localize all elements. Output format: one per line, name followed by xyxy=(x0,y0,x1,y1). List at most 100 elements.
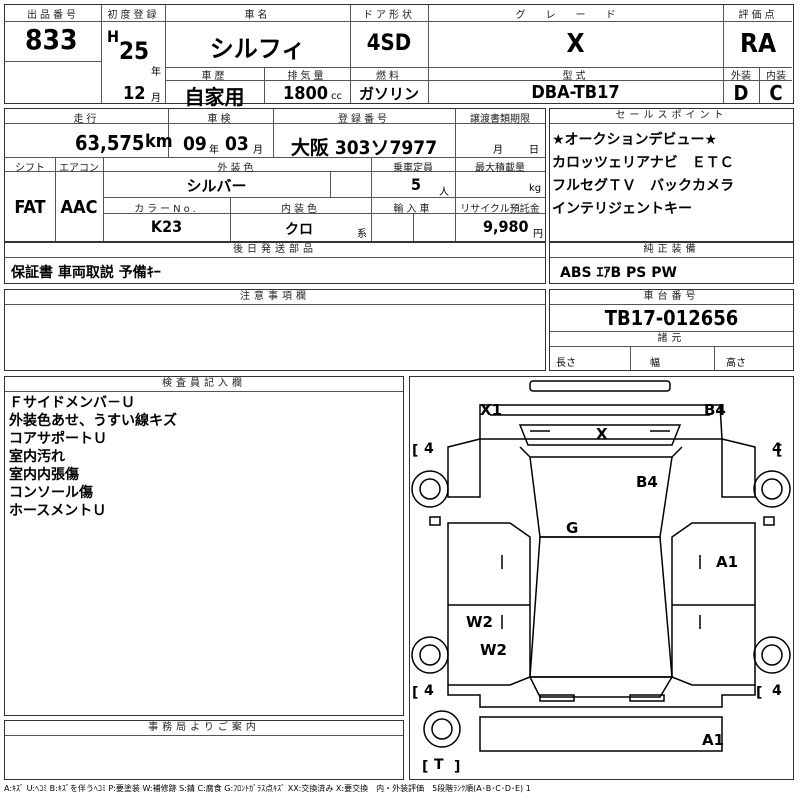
reg-month: 12 xyxy=(123,83,146,104)
tire-depth: 4 xyxy=(772,441,782,457)
grade: X xyxy=(566,29,585,59)
inspector-line: コアサポートＵ xyxy=(9,431,107,447)
reg-label: 初度登録 xyxy=(107,10,160,21)
mileage: 63,575 xyxy=(75,131,145,155)
sales-point: インテリジェントキー xyxy=(552,201,692,217)
inspector-box: 検査員記入欄 Ｆサイドメンバ－Ｕ 外装色あせ、うすい線キズ コアサポートＵ 室内… xyxy=(4,376,404,716)
reg-month-unit: 月 xyxy=(151,93,161,104)
intcolor: クロ xyxy=(285,222,313,238)
plate-label: 登録番号 xyxy=(338,114,390,125)
sales-point: カロッツェリアナビ ＥＴＣ xyxy=(552,155,734,171)
notes-label: 注意事項欄 xyxy=(5,290,545,305)
transfer-month: 月 xyxy=(493,145,503,156)
intcolor-unit: 系 xyxy=(357,229,367,240)
interior-label: 内装 xyxy=(766,71,786,82)
lot-number: 833 xyxy=(25,23,78,56)
equipment-label: 純正装備 xyxy=(550,243,793,258)
legend: A:ｷｽﾞ U:ﾍｺﾐ B:ｷｽﾞを伴うﾍｺﾐ P:要塗装 W:補修跡 S:錆 … xyxy=(4,784,531,793)
parts-box: 後日発送部品 保証書 車両取説 予備ｷｰ xyxy=(4,242,546,284)
inspector-line: 外装色あせ、うすい線キズ xyxy=(9,413,177,429)
color-label: 外装色 xyxy=(217,163,257,174)
tire-bracket-rl: [ xyxy=(412,685,418,701)
notes-box: 注意事項欄 xyxy=(4,289,546,371)
inspector-notes: Ｆサイドメンバ－Ｕ 外装色あせ、うすい線キズ コアサポートＵ 室内汚れ 室内内張… xyxy=(9,394,177,520)
colorno-label: カラーNo. xyxy=(134,204,199,215)
tire-bracket-fl: [ xyxy=(412,443,418,459)
color: シルバー xyxy=(186,177,247,195)
inspector-line: 室内汚れ xyxy=(9,449,65,465)
capacity-unit: 人 xyxy=(439,187,449,198)
reg-era: H xyxy=(107,27,120,46)
tire-bracket-rr: [ xyxy=(756,685,762,701)
exterior-label: 外装 xyxy=(731,71,751,82)
model-label: 型式 xyxy=(562,71,589,82)
damage-mark: X xyxy=(596,425,608,443)
equipment-value: ABS ｴｱB PS PW xyxy=(560,265,677,281)
width-label: 幅 xyxy=(650,358,660,369)
sales-point: ★オークションデビュー★ xyxy=(552,132,718,148)
interior-grade: C xyxy=(769,81,783,105)
header-block: 出品番号 833 初度登録 H 25 年 12 月 車名 シルフィ ドア形状 4… xyxy=(4,4,794,109)
ac-label: エアコン xyxy=(59,163,99,174)
recycle-unit: 円 xyxy=(533,229,543,240)
history: 自家用 xyxy=(184,85,245,109)
car-name: シルフィ xyxy=(209,35,306,63)
chassis-number: TB17-012656 xyxy=(604,306,739,330)
tire-bracket-spare: [ xyxy=(422,759,428,775)
inspection-month-unit: 月 xyxy=(253,145,263,156)
loadmax-unit: kg xyxy=(529,183,542,194)
damage-mark: W2 xyxy=(480,641,507,659)
grade-label: グレード xyxy=(515,10,636,21)
damage-mark: B4 xyxy=(636,473,658,491)
chassis-label: 車台番号 xyxy=(550,290,793,305)
damage-mark: A1 xyxy=(702,731,725,749)
displacement-unit: cc xyxy=(331,91,342,102)
inspection-label: 車検 xyxy=(207,114,234,125)
chassis-box: 車台番号 TB17-012656 諸元 長さ 幅 高さ xyxy=(549,289,794,371)
tire-depth: 4 xyxy=(772,683,782,699)
score: RA xyxy=(739,29,777,59)
damage-mark: A1 xyxy=(716,553,739,571)
plate: 大阪 303ソ7977 xyxy=(290,137,438,159)
office-box: 事務局よりご案内 xyxy=(4,720,404,780)
fuel-label: 燃料 xyxy=(376,71,402,82)
dims-label: 諸元 xyxy=(550,332,793,347)
damage-mark: G xyxy=(566,519,579,537)
damage-mark: W2 xyxy=(466,613,493,631)
height-label: 高さ xyxy=(726,358,746,369)
details-block: 走行 63,575 km 車検 09 年 03 月 登録番号 大阪 303ソ79… xyxy=(4,108,546,242)
reg-year-unit: 年 xyxy=(151,67,161,78)
parts-label: 後日発送部品 xyxy=(5,243,545,258)
tire-depth: T xyxy=(434,757,444,773)
office-label: 事務局よりご案内 xyxy=(5,721,403,736)
reg-year: 25 xyxy=(119,37,150,65)
mileage-label: 走行 xyxy=(73,114,100,125)
mileage-unit: km xyxy=(145,131,173,152)
capacity-label: 乗車定員 xyxy=(393,163,433,174)
tire-depth: 4 xyxy=(424,441,434,457)
capacity: 5 xyxy=(411,175,422,194)
name-label: 車名 xyxy=(244,10,271,21)
car-outline-diagram: [ [ [ [ [ ] xyxy=(411,380,791,775)
import-label: 輸入車 xyxy=(393,204,433,215)
door-label: ドア形状 xyxy=(363,10,415,21)
inspection-year-unit: 年 xyxy=(209,145,219,156)
tire-bracket-fr: [ xyxy=(776,443,782,459)
damage-mark: B4 xyxy=(704,401,726,419)
tire-bracket-spare-close: ] xyxy=(454,759,460,775)
inspection-month: 03 xyxy=(225,133,249,155)
parts-value: 保証書 車両取説 予備ｷｰ xyxy=(11,265,161,281)
sales-points-list: ★オークションデビュー★ カロッツェリアナビ ＥＴＣ フルセグＴＶ バックカメラ… xyxy=(552,129,734,221)
colorno: K23 xyxy=(150,217,183,236)
inspector-line: 室内内張傷 xyxy=(9,467,79,483)
sales-points-box: セールスポイント ★オークションデビュー★ カロッツェリアナビ ＥＴＣ フルセグ… xyxy=(549,108,794,242)
recycle: 9,980 xyxy=(483,217,529,236)
sales-point: フルセグＴＶ バックカメラ xyxy=(552,178,734,194)
tire-depth: 4 xyxy=(424,683,434,699)
door-type: 4SD xyxy=(366,31,412,56)
model: DBA-TB17 xyxy=(531,82,620,103)
displacement: 1800 xyxy=(283,83,329,104)
length-label: 長さ xyxy=(556,358,576,369)
inspector-label: 検査員記入欄 xyxy=(5,377,403,392)
lot-label: 出品番号 xyxy=(27,10,79,21)
